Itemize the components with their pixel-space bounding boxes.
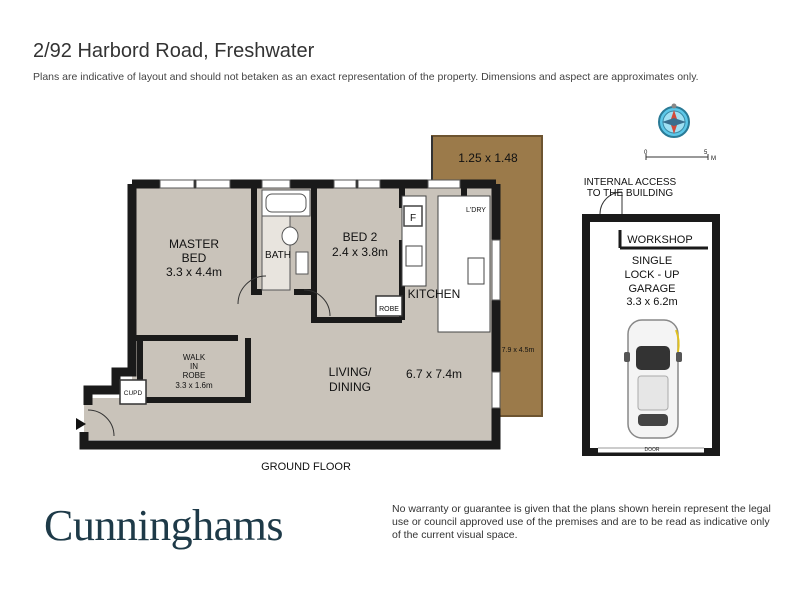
- balcony-large-size: 7.9 x 4.5m: [502, 347, 535, 354]
- garage-size: 3.3 x 6.2m: [626, 296, 677, 308]
- scale-unit: M: [711, 156, 716, 162]
- robe-label: ROBE: [379, 306, 399, 313]
- living-label-2: DINING: [329, 380, 371, 394]
- robe-cabinet: [375, 295, 403, 317]
- laundry-label: L'DRY: [466, 207, 486, 214]
- brand-logo: Cunninghams: [44, 501, 283, 550]
- garage-label-1: SINGLE: [632, 255, 672, 267]
- bath-label: BATH: [265, 250, 291, 261]
- access-label-1: INTERNAL ACCESS: [584, 177, 677, 188]
- garage-door-label: DOOR: [645, 447, 660, 453]
- floor-label: GROUND FLOOR: [261, 461, 351, 473]
- balcony-small-size: 1.25 x 1.48: [458, 151, 518, 165]
- cupd-label: CUPD: [124, 390, 143, 397]
- bed2-size: 2.4 x 3.8m: [332, 245, 388, 259]
- bath-fixtures: [261, 189, 311, 291]
- kitchen-label: KITCHEN: [408, 287, 461, 301]
- car-icon: [624, 319, 682, 439]
- disclaimer-text: Plans are indicative of layout and shoul…: [33, 71, 699, 83]
- living-label-1: LIVING/: [329, 365, 372, 379]
- garage-label-2: LOCK - UP: [624, 269, 679, 281]
- bed2-label: BED 2: [343, 230, 378, 244]
- scale-end: 5: [704, 150, 708, 156]
- workshop-label: WORKSHOP: [627, 234, 692, 246]
- wir-label-3: ROBE: [183, 371, 206, 380]
- wir-label-1: WALK: [183, 353, 206, 362]
- wir-size: 3.3 x 1.6m: [175, 381, 213, 390]
- master-bed-label-2: BED: [182, 251, 207, 265]
- scale-bar: 0 5 M: [644, 150, 716, 162]
- fridge-label: F: [410, 213, 416, 224]
- garage-label-3: GARAGE: [628, 283, 675, 295]
- master-bed-label-1: MASTER: [169, 237, 219, 251]
- warranty-text: No warranty or guarantee is given that t…: [392, 503, 771, 541]
- kitchen-benches: [401, 195, 491, 333]
- scale-start: 0: [644, 150, 648, 156]
- master-bed-size: 3.3 x 4.4m: [166, 265, 222, 279]
- windows: [159, 179, 501, 409]
- cupd-cabinet: [119, 379, 147, 405]
- wir-label-2: IN: [190, 362, 198, 371]
- compass-icon: [658, 103, 690, 138]
- page-title: 2/92 Harbord Road, Freshwater: [33, 40, 315, 62]
- living-size: 6.7 x 7.4m: [406, 367, 462, 381]
- door-swings: [87, 275, 331, 437]
- access-label-2: TO THE BUILDING: [587, 188, 674, 199]
- entry-arrow-icon: [76, 418, 86, 430]
